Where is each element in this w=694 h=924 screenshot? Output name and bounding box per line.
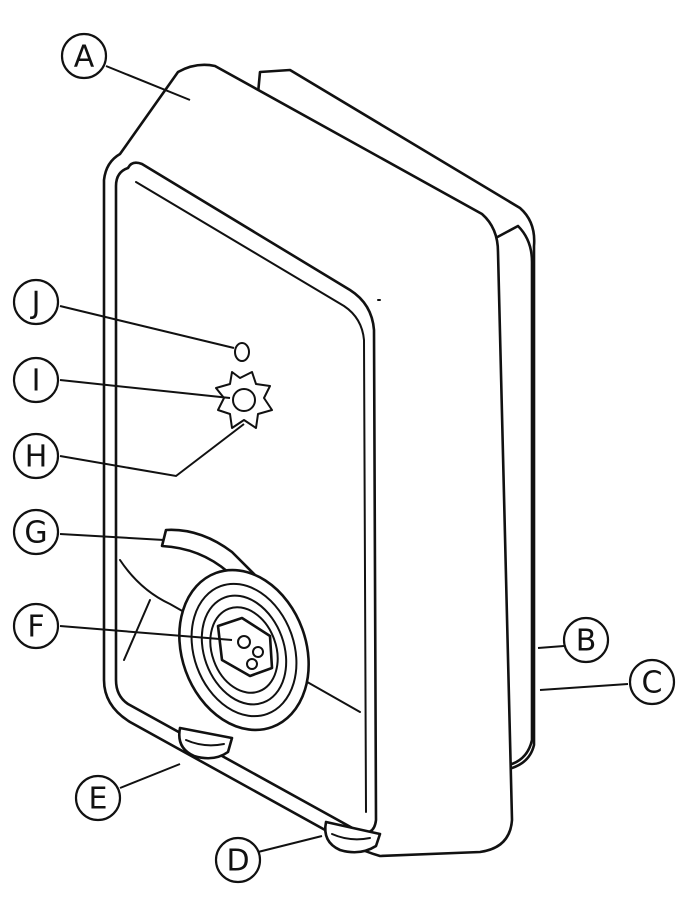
callout-d: D bbox=[214, 836, 262, 884]
svg-text:C: C bbox=[642, 666, 663, 701]
leader-g bbox=[59, 533, 165, 541]
leader-e bbox=[119, 763, 181, 789]
svg-text:E: E bbox=[89, 782, 108, 817]
callout-b: B bbox=[562, 616, 610, 664]
svg-text:B: B bbox=[576, 624, 597, 659]
socket-pin-3 bbox=[246, 658, 258, 670]
status-sun-icon bbox=[215, 371, 273, 429]
front-panel-inner-edge bbox=[135, 181, 367, 813]
callout-h: H bbox=[12, 432, 60, 480]
socket-recess bbox=[119, 559, 361, 713]
leader-c bbox=[539, 683, 629, 691]
cable-gland-right bbox=[324, 820, 382, 854]
cable-gland-left bbox=[178, 726, 234, 760]
leader-d bbox=[257, 835, 323, 853]
socket-pin-2 bbox=[252, 646, 264, 658]
cable-gland-right-detail bbox=[331, 833, 371, 841]
socket-ring-2 bbox=[190, 582, 298, 718]
leader-b bbox=[537, 645, 565, 649]
cable-gland-left-detail bbox=[185, 739, 225, 747]
callout-f: F bbox=[12, 602, 60, 650]
socket-ring-3 bbox=[200, 594, 288, 706]
svg-text:A: A bbox=[74, 40, 95, 75]
leader-j bbox=[59, 305, 235, 349]
socket-pin-1 bbox=[237, 635, 251, 649]
status-sun-core bbox=[232, 388, 256, 412]
svg-text:J: J bbox=[30, 286, 41, 321]
leader-h bbox=[59, 423, 245, 478]
callout-c: C bbox=[628, 658, 676, 706]
leader-i bbox=[59, 379, 231, 399]
socket-recess-side bbox=[123, 599, 151, 661]
leader-f bbox=[59, 625, 233, 641]
callout-j: J bbox=[12, 278, 60, 326]
svg-text:F: F bbox=[27, 610, 44, 645]
callout-i: I bbox=[12, 356, 60, 404]
callout-a: A bbox=[60, 32, 108, 80]
leader-a bbox=[105, 65, 191, 101]
socket-ring-4 bbox=[209, 606, 279, 694]
svg-text:H: H bbox=[25, 440, 48, 475]
callout-e: E bbox=[74, 774, 122, 822]
svg-text:D: D bbox=[226, 844, 249, 879]
status-led bbox=[234, 342, 250, 362]
callout-g: G bbox=[12, 508, 60, 556]
svg-text:G: G bbox=[24, 516, 47, 551]
svg-text:I: I bbox=[32, 364, 41, 399]
